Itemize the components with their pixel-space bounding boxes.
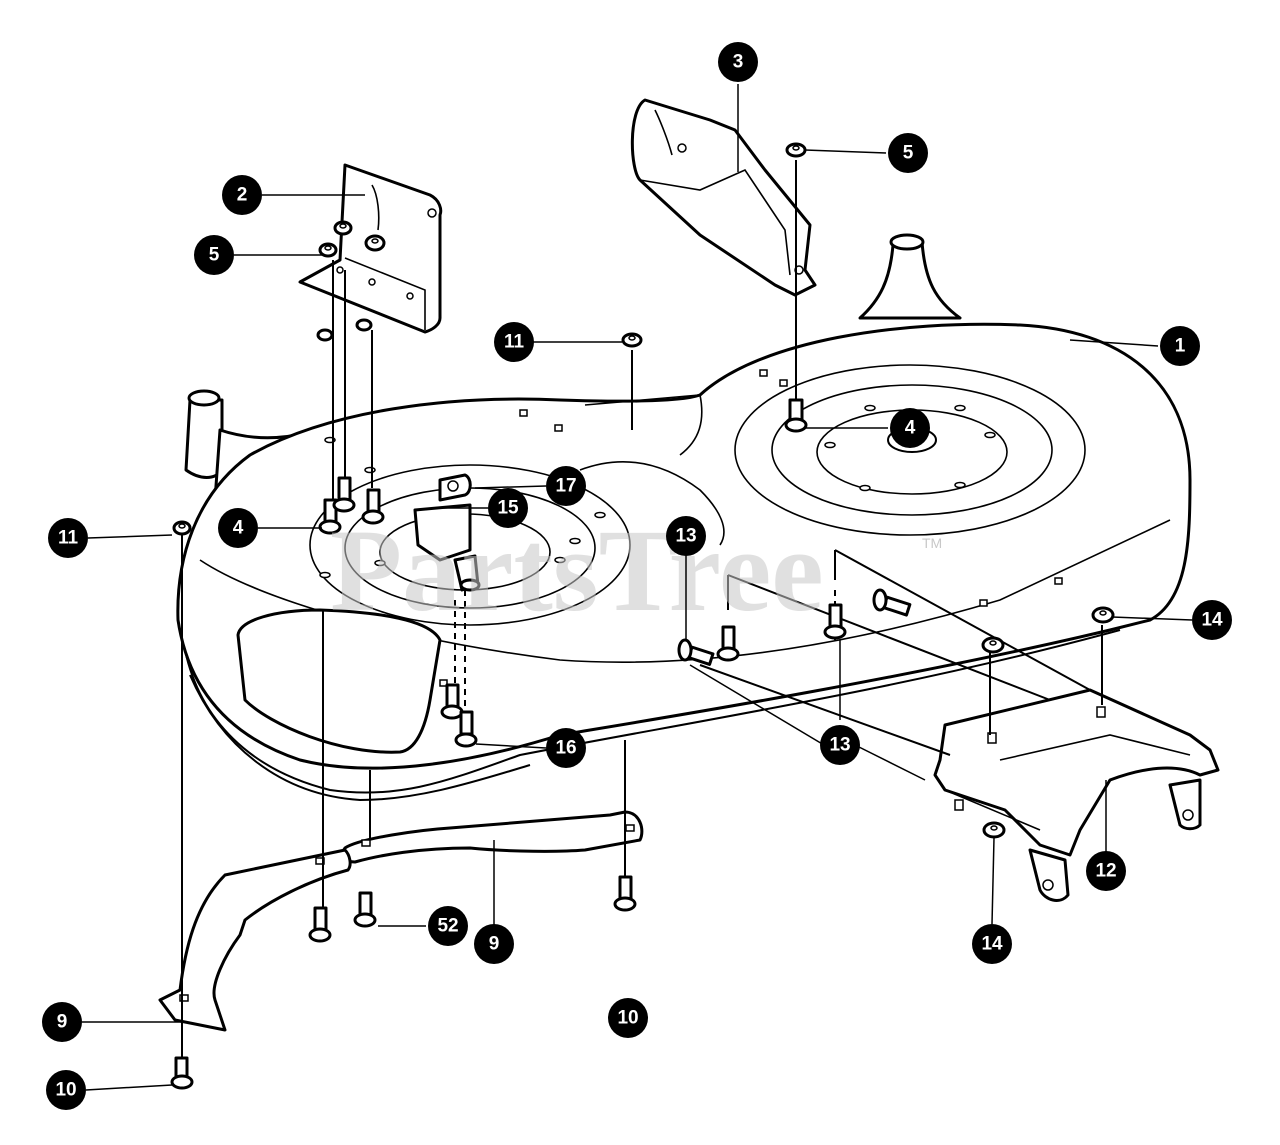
svg-text:52: 52 [437,916,458,937]
nut [333,220,353,236]
baffle-9-lower [158,848,352,1032]
bolt [353,891,377,928]
callout-11-top: 11 [494,322,534,362]
svg-text:4: 4 [233,518,244,539]
nut [981,636,1005,654]
callout-14-right: 14 [1192,600,1232,640]
callout-16: 16 [546,728,586,768]
svg-text:9: 9 [57,1012,68,1033]
nut [621,332,643,348]
callout-52: 52 [428,906,468,946]
bolt [677,638,715,666]
bracket-3 [630,98,817,297]
watermark-trademark: TM [922,535,942,551]
callout-10-center: 10 [608,998,648,1038]
svg-text:14: 14 [981,934,1003,955]
callout-4-right: 4 [890,408,930,448]
gauge-wheel-bracket-12 [933,688,1220,902]
svg-text:5: 5 [903,143,914,164]
nut [1091,606,1115,624]
nut [982,821,1006,839]
svg-text:11: 11 [504,332,525,353]
callout-5-right: 5 [888,133,928,173]
svg-text:4: 4 [905,418,916,439]
bolt [613,875,637,912]
svg-text:2: 2 [237,185,248,206]
nut [316,328,334,342]
bolt [784,398,808,433]
svg-text:11: 11 [58,528,79,549]
callout-11-left: 11 [48,518,88,558]
svg-text:16: 16 [555,738,576,759]
callout-12: 12 [1086,851,1126,891]
svg-text:1: 1 [1175,336,1186,357]
bolt [318,498,342,535]
callout-13-upper: 13 [666,516,706,556]
nut [318,242,338,258]
callout-5-left: 5 [194,235,234,275]
callout-9-lower: 9 [42,1002,82,1042]
svg-text:3: 3 [733,52,744,73]
callout-14-bottom: 14 [972,924,1012,964]
bolt [170,1056,194,1090]
bolt [716,625,740,662]
callout-3: 3 [718,42,758,82]
svg-text:5: 5 [209,245,220,266]
svg-text:10: 10 [617,1008,638,1029]
callout-17: 17 [546,466,586,506]
hardware [170,142,1115,1090]
svg-text:14: 14 [1201,610,1223,631]
svg-text:15: 15 [497,498,519,519]
svg-text:13: 13 [675,526,696,547]
svg-text:12: 12 [1095,861,1116,882]
nut [355,318,373,332]
callout-10-bottom: 10 [46,1070,86,1110]
baffle-9-upper [341,810,644,864]
callout-2: 2 [222,175,262,215]
bolt [823,603,847,640]
nut [785,142,807,158]
bolt [361,488,385,525]
callouts: 1 2 3 4 4 5 5 9 9 10 10 11 11 12 13 13 1… [42,42,1232,1110]
callout-15: 15 [488,488,528,528]
svg-text:10: 10 [55,1080,76,1101]
callout-9-baffle: 9 [474,924,514,964]
svg-text:13: 13 [829,735,850,756]
callout-1: 1 [1160,326,1200,366]
idler-assembly [413,473,481,592]
bolt [308,906,332,943]
bolt [872,588,912,617]
svg-text:9: 9 [489,934,500,955]
bolt [332,476,356,513]
callout-13-lower: 13 [820,725,860,765]
nut [172,520,192,536]
watermark: PartsTree [330,505,824,636]
bolt [454,710,478,748]
svg-text:17: 17 [555,476,576,497]
callout-4-left: 4 [218,508,258,548]
leader-lines [82,84,1193,1091]
nut [364,234,386,252]
